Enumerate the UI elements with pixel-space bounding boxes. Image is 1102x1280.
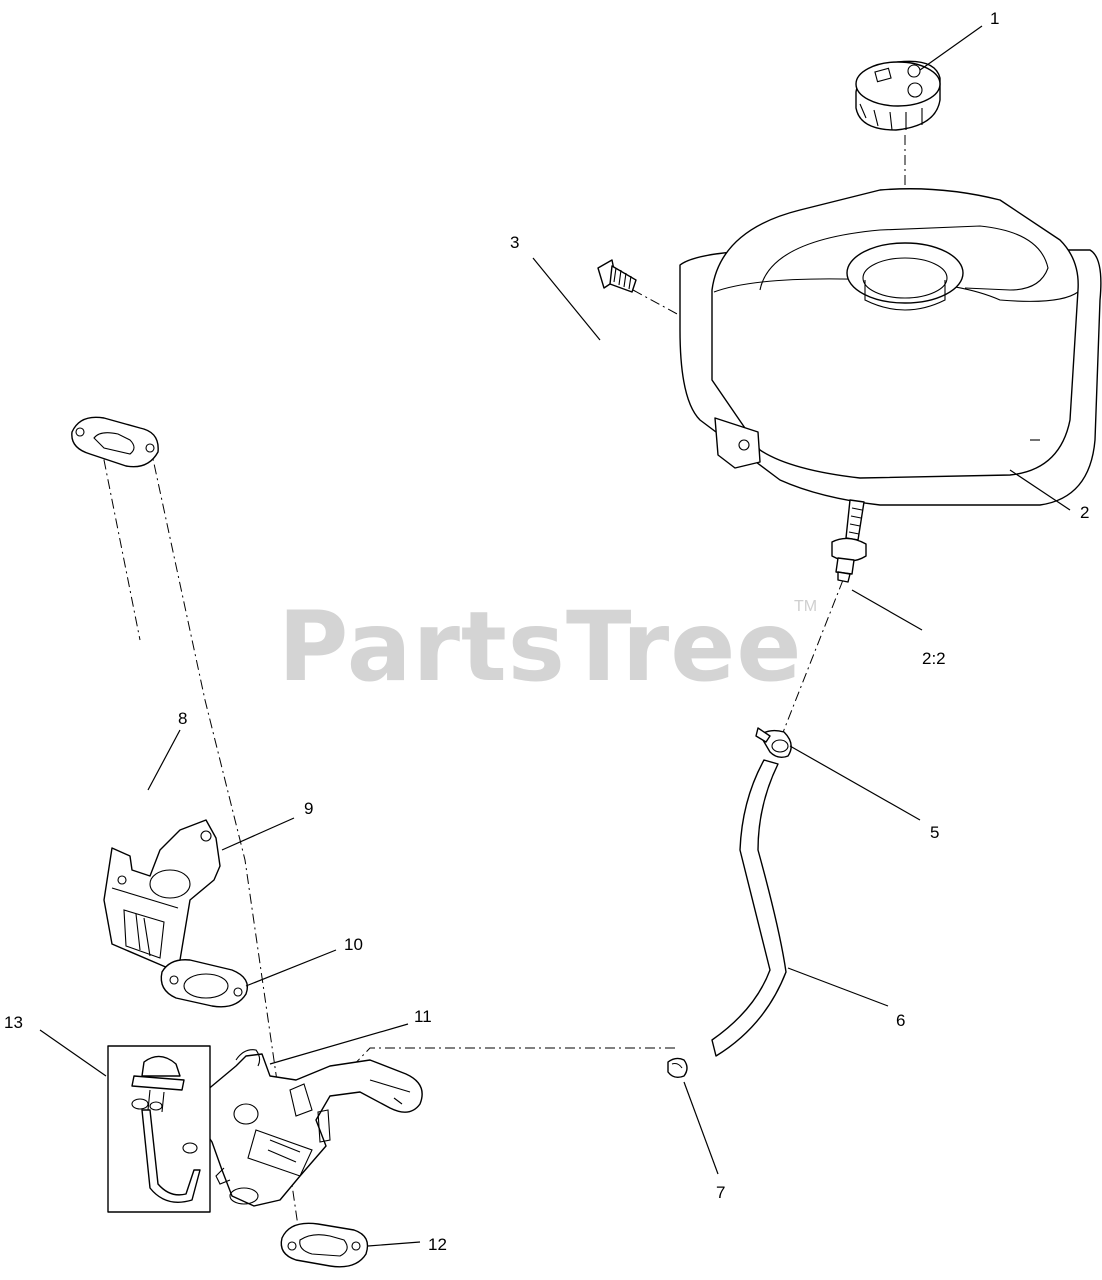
carburetor[interactable]: [199, 1049, 423, 1207]
callout-11: 11: [414, 1007, 432, 1026]
callout-10: 10: [344, 935, 363, 954]
watermark: PartsTree TM: [278, 591, 817, 703]
callout-6: 6: [896, 1011, 905, 1030]
fuel-valve[interactable]: [831, 499, 867, 583]
leader-lines: [39, 25, 1071, 1247]
fuel-tank[interactable]: [679, 188, 1102, 506]
flange-bolt[interactable]: [597, 259, 637, 293]
callout-12: 12: [428, 1235, 447, 1254]
callout-3: 3: [510, 233, 519, 252]
watermark-tm: TM: [794, 598, 817, 615]
callout-7: 7: [716, 1183, 725, 1202]
callout-2-2: 2:2: [922, 649, 946, 668]
callout-labels: 1 2 2:2 3 5 6 7 8 9 10 11 12 13: [4, 9, 1089, 1254]
watermark-text: PartsTree: [278, 591, 802, 703]
callout-8: 8: [178, 709, 187, 728]
insulator-bracket[interactable]: [103, 819, 221, 969]
hose-clamp[interactable]: [755, 727, 792, 759]
clip[interactable]: [667, 1057, 688, 1079]
gasket-10[interactable]: [160, 959, 249, 1008]
primer-kit[interactable]: [107, 1045, 211, 1213]
fuel-line[interactable]: [711, 759, 787, 1057]
callout-13: 13: [4, 1013, 23, 1032]
callout-5: 5: [930, 823, 939, 842]
callout-9: 9: [304, 799, 313, 818]
fuel-cap[interactable]: [855, 60, 941, 131]
callout-1: 1: [990, 9, 999, 28]
gasket-12[interactable]: [280, 1222, 369, 1268]
gasket-8[interactable]: [71, 416, 159, 468]
callout-2: 2: [1080, 503, 1089, 522]
